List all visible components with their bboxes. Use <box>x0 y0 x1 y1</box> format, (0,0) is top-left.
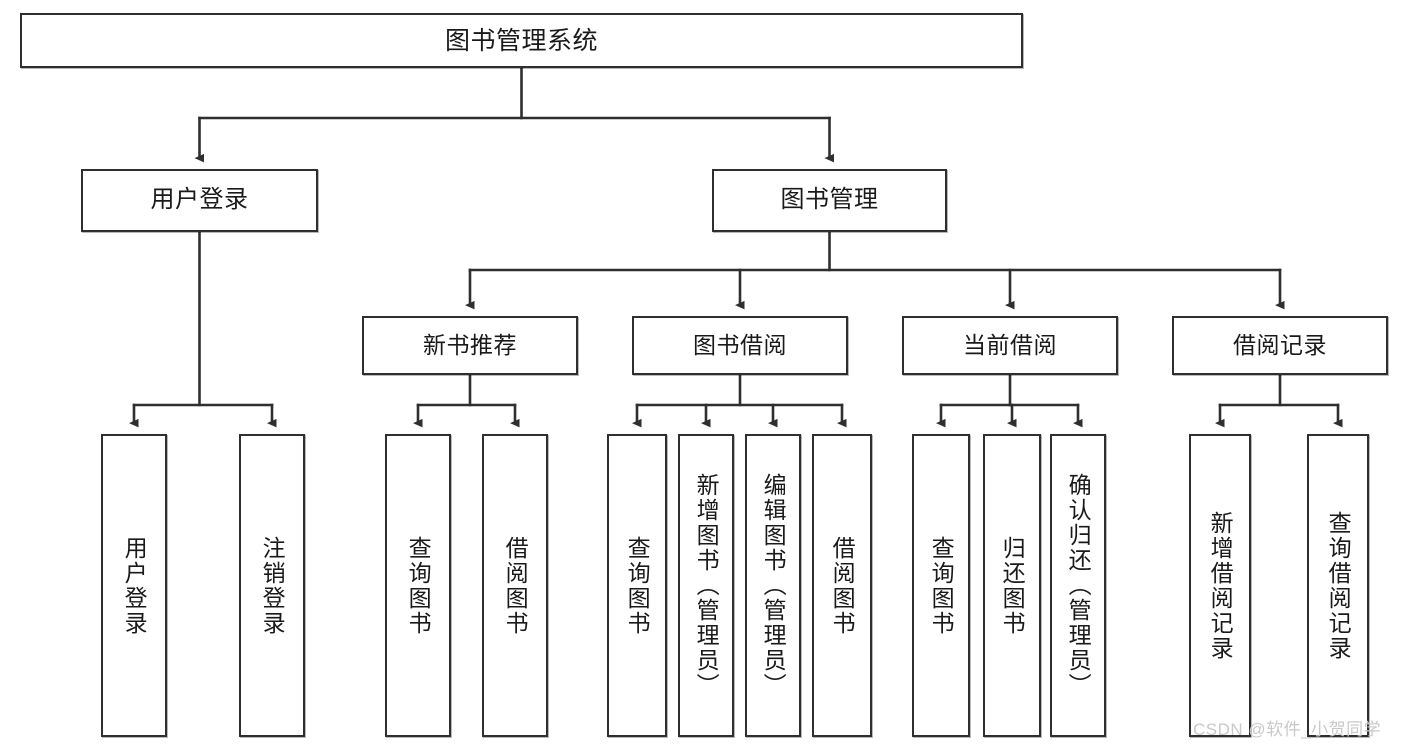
node-label: 用户登录 <box>150 186 249 214</box>
node-leaf-1[interactable]: 注销登录 <box>239 434 305 737</box>
node-leaf-11[interactable]: 新增借阅记录 <box>1189 434 1251 737</box>
node-label: 图书管理系统 <box>444 26 598 55</box>
node-leaf-2[interactable]: 查询图书 <box>385 434 451 737</box>
node-leaf-10[interactable]: 确认归还（管理员） <box>1050 434 1106 737</box>
node-leaf-8[interactable]: 查询图书 <box>912 434 970 737</box>
node-label: 注销登录 <box>259 535 286 636</box>
node-label: 借阅记录 <box>1233 331 1327 358</box>
node-root[interactable]: 图书管理系统 <box>20 13 1023 68</box>
node-label: 确认归还（管理员） <box>1065 473 1092 698</box>
node-label: 当前借阅 <box>963 331 1057 358</box>
node-level3-3[interactable]: 借阅记录 <box>1172 316 1388 375</box>
node-label: 借阅图书 <box>829 535 856 636</box>
node-level3-1[interactable]: 图书借阅 <box>632 316 848 375</box>
node-label: 新增借阅记录 <box>1207 510 1234 661</box>
node-label: 图书借阅 <box>693 331 787 358</box>
node-label: 查询图书 <box>624 535 651 636</box>
node-label: 用户登录 <box>121 535 148 636</box>
node-label: 归还图书 <box>999 535 1026 636</box>
node-label: 查询图书 <box>928 535 955 636</box>
node-label: 图书管理 <box>780 186 879 214</box>
node-label: 查询图书 <box>405 535 432 636</box>
node-level2-1[interactable]: 图书管理 <box>712 169 947 232</box>
node-leaf-7[interactable]: 借阅图书 <box>812 434 872 737</box>
node-leaf-4[interactable]: 查询图书 <box>607 434 667 737</box>
node-leaf-9[interactable]: 归还图书 <box>983 434 1041 737</box>
node-label: 新增图书（管理员） <box>693 473 720 698</box>
node-leaf-3[interactable]: 借阅图书 <box>482 434 548 737</box>
node-leaf-5[interactable]: 新增图书（管理员） <box>678 434 734 737</box>
node-leaf-6[interactable]: 编辑图书（管理员） <box>745 434 801 737</box>
node-label: 借阅图书 <box>502 535 529 636</box>
node-label: 新书推荐 <box>423 331 517 358</box>
node-label: 查询借阅记录 <box>1325 510 1352 661</box>
node-level2-0[interactable]: 用户登录 <box>81 169 318 232</box>
node-leaf-12[interactable]: 查询借阅记录 <box>1307 434 1369 737</box>
node-leaf-0[interactable]: 用户登录 <box>101 434 167 737</box>
csdn-watermark: CSDN @软件_小贺同学 <box>1193 720 1382 739</box>
node-level3-2[interactable]: 当前借阅 <box>902 316 1118 375</box>
node-level3-0[interactable]: 新书推荐 <box>362 316 578 375</box>
node-label: 编辑图书（管理员） <box>760 473 787 698</box>
